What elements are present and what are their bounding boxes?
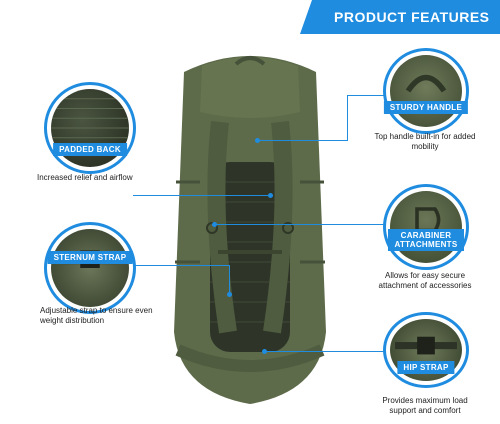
- connector-handle: [347, 95, 387, 96]
- hip-buckle-icon: [395, 336, 457, 355]
- feature-carabiner-desc: Allows for easy secure attachment of acc…: [378, 271, 472, 290]
- handle-photo: [390, 55, 462, 127]
- handle-icon: [405, 74, 447, 93]
- backpack-image: [174, 56, 326, 404]
- feature-padded-back-desc: Increased relief and airflow: [37, 173, 133, 182]
- feature-handle-circle: STURDY HANDLE: [383, 48, 469, 134]
- feature-carabiner-circle: CARABINER ATTACHMENTS: [383, 184, 469, 270]
- d-ring-icon: [415, 207, 441, 233]
- feature-sternum-label: STERNUM STRAP: [47, 251, 133, 264]
- feature-sternum-desc: Adjustable strap to ensure even weight d…: [40, 306, 153, 325]
- carabiner-photo: [390, 191, 462, 263]
- dot-carabiner: [212, 222, 217, 227]
- sternum-photo: [51, 229, 129, 307]
- dot-handle: [255, 138, 260, 143]
- feature-hip-desc: Provides maximum load support and comfor…: [382, 396, 468, 415]
- dot-hip: [262, 349, 267, 354]
- feature-handle-desc: Top handle built-in for added mobility: [374, 132, 476, 151]
- feature-carabiner-label: CARABINER ATTACHMENTS: [388, 229, 464, 251]
- connector-handle-v: [347, 95, 348, 140]
- page-title: PRODUCT FEATURES: [334, 9, 490, 25]
- connector-padded-back: [133, 195, 271, 196]
- feature-padded-back-label: PADDED BACK: [53, 143, 127, 156]
- feature-hip-circle: HIP STRAP: [383, 312, 469, 388]
- feature-padded-back-circle: PADDED BACK: [44, 82, 136, 174]
- buckle-icon: [60, 250, 120, 268]
- connector-sternum: [120, 265, 230, 266]
- connector-sternum-v: [229, 265, 230, 293]
- feature-hip-label: HIP STRAP: [397, 361, 455, 374]
- connector-hip: [265, 351, 385, 352]
- header-banner: PRODUCT FEATURES: [300, 0, 500, 34]
- dot-sternum: [227, 292, 232, 297]
- feature-handle-label: STURDY HANDLE: [383, 101, 469, 114]
- feature-sternum-circle: STERNUM STRAP: [44, 222, 136, 314]
- connector-carabiner: [215, 224, 385, 225]
- connector-handle-h2: [258, 140, 348, 141]
- dot-padded-back: [268, 193, 273, 198]
